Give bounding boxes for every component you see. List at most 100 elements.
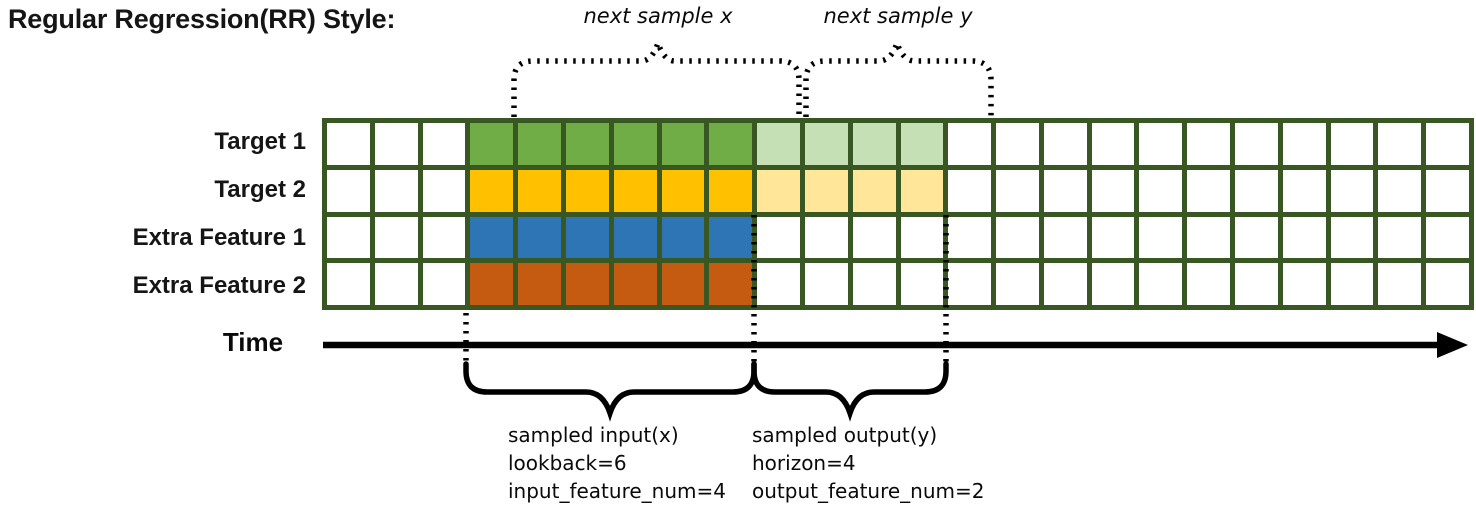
grid-cell — [1282, 216, 1326, 259]
sample-info-line: horizon=4 — [752, 451, 856, 475]
grid-cell — [804, 216, 848, 259]
grid-cell — [518, 263, 561, 305]
grid-cell — [518, 169, 561, 212]
brace-sampled-input — [463, 361, 757, 422]
brace-next-sample-y — [803, 34, 994, 117]
grid-cell — [1091, 169, 1135, 212]
grid-cell — [1139, 216, 1183, 259]
grid-cell — [565, 263, 609, 305]
grid-cell — [1282, 263, 1326, 305]
grid-cell — [613, 263, 657, 305]
grid-cell — [948, 263, 992, 305]
grid-cell — [470, 169, 514, 212]
grid-cell — [900, 169, 944, 212]
grid-cell — [374, 263, 418, 305]
grid-cell — [1282, 169, 1326, 212]
grid-cell — [1043, 123, 1087, 165]
row-label: Target 2 — [214, 176, 306, 203]
grid-cell — [327, 216, 370, 259]
grid-cell — [1235, 123, 1278, 165]
grid-cell — [709, 169, 753, 212]
time-label: Time — [222, 327, 284, 357]
grid-cell — [422, 169, 466, 212]
grid-cell — [948, 216, 992, 259]
grid-cell — [852, 216, 896, 259]
grid-cell — [1426, 263, 1469, 305]
sample-info-line: output_feature_num=2 — [752, 479, 985, 503]
grid-cell — [661, 169, 705, 212]
grid-cell — [1282, 123, 1326, 165]
grid-cell — [1139, 169, 1183, 212]
grid-cell — [1426, 216, 1469, 259]
grid-cell — [996, 263, 1039, 305]
grid-cell — [374, 216, 418, 259]
grid-cell — [804, 263, 848, 305]
grid-cell — [1043, 263, 1087, 305]
grid-cell — [757, 123, 800, 165]
brace-sampled-output — [751, 361, 949, 422]
grid-cell — [757, 216, 800, 259]
timeseries-grid — [322, 118, 1474, 310]
grid-cell — [1235, 169, 1278, 212]
grid-cell — [1235, 216, 1278, 259]
grid-cell — [1426, 169, 1469, 212]
grid-cell — [996, 169, 1039, 212]
sample-info-line: input_feature_num=4 — [508, 479, 726, 503]
grid-cell — [709, 123, 753, 165]
grid-cell — [1091, 123, 1135, 165]
grid-cell — [1378, 169, 1422, 212]
grid-cell — [1187, 216, 1231, 259]
grid-cell — [852, 123, 896, 165]
grid-cell — [757, 263, 800, 305]
grid-cell — [996, 123, 1039, 165]
row-label: Extra Feature 2 — [132, 272, 306, 299]
grid-cell — [565, 169, 609, 212]
grid-cell — [900, 123, 944, 165]
sample-info-line: sampled output(y) — [752, 423, 938, 447]
grid-cell — [900, 263, 944, 305]
grid-cell — [1139, 263, 1183, 305]
grid-cell — [470, 123, 514, 165]
grid-cell — [1091, 263, 1135, 305]
diagram-title: Regular Regression(RR) Style: — [8, 4, 396, 34]
next-sample-x-label: next sample x — [583, 4, 733, 28]
grid-cell — [1187, 169, 1231, 212]
grid-cell — [613, 216, 657, 259]
grid-cell — [709, 216, 753, 259]
grid-cell — [852, 263, 896, 305]
grid-cell — [804, 169, 848, 212]
grid-cell — [1187, 123, 1231, 165]
grid-cell — [1187, 263, 1231, 305]
grid-cell — [1378, 123, 1422, 165]
grid-cell — [1378, 216, 1422, 259]
grid-cell — [852, 169, 896, 212]
grid-cell — [1091, 216, 1135, 259]
grid-cell — [327, 123, 370, 165]
grid-cell — [900, 216, 944, 259]
grid-cell — [374, 123, 418, 165]
grid-cell — [613, 123, 657, 165]
grid-cell — [1139, 123, 1183, 165]
grid-cell — [661, 263, 705, 305]
grid-cell — [661, 123, 705, 165]
grid-cell — [518, 123, 561, 165]
grid-cell — [1330, 263, 1374, 305]
sampled-output-info: sampled output(y) horizon=4 output_feature… — [752, 421, 985, 505]
grid-cell — [948, 123, 992, 165]
grid-cell — [1235, 263, 1278, 305]
grid-cell — [422, 216, 466, 259]
grid-cell — [709, 263, 753, 305]
grid-cell — [1043, 169, 1087, 212]
grid-cell — [757, 169, 800, 212]
grid-cell — [1426, 123, 1469, 165]
grid-cell — [1043, 216, 1087, 259]
grid-cell — [948, 169, 992, 212]
row-label: Extra Feature 1 — [132, 224, 306, 251]
grid-cell — [374, 169, 418, 212]
grid-cell — [327, 263, 370, 305]
grid-cell — [996, 216, 1039, 259]
sample-info-line: lookback=6 — [508, 451, 627, 475]
